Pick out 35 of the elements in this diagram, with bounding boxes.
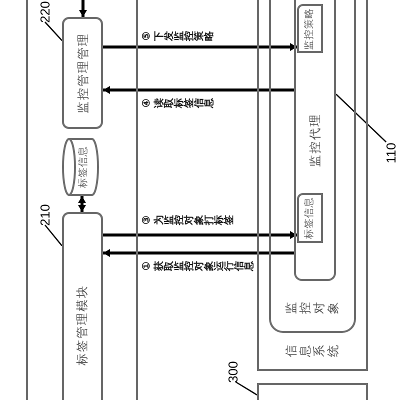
- tab-box: [297, 4, 323, 53]
- callout-number: 210: [38, 204, 52, 226]
- leader-line: [235, 381, 258, 396]
- box-label: 标签信息: [305, 197, 315, 239]
- box-label: 监控代理: [309, 113, 321, 167]
- callout-number: 220: [38, 0, 52, 22]
- arrow: [103, 43, 297, 51]
- edge-label: ① 获取监控对象运行信息: [143, 261, 255, 271]
- rounded-frame: [269, 0, 356, 333]
- rounded-box: [294, 0, 336, 281]
- container-frame: [257, 383, 368, 400]
- callout-number: 300: [226, 360, 240, 382]
- box-label: 监控管理管理: [76, 32, 88, 114]
- leader-line: [336, 94, 387, 142]
- arrow: [103, 249, 294, 257]
- arrow: [103, 231, 297, 239]
- box-label: 监控策略: [305, 8, 315, 50]
- leader-line: [44, 22, 62, 41]
- double-arrow: [78, 196, 86, 212]
- box-label: 标签管理模块: [76, 284, 88, 366]
- arrow: [79, 0, 87, 17]
- box-label: 标签信息: [79, 146, 89, 188]
- leader-line: [44, 224, 62, 246]
- container-frame: [26, 0, 138, 400]
- tab-box: [297, 193, 323, 243]
- box-label: 信息系统: [284, 345, 340, 357]
- arrow: [103, 86, 294, 94]
- edge-label: ③ 为监控对象打标签: [143, 215, 235, 225]
- box-label: 监控对象: [284, 302, 340, 314]
- container-frame: [257, 0, 368, 371]
- edge-label: ⑤ 下发监控策略: [143, 31, 215, 41]
- edge-label: ④ 读取标签信息: [143, 98, 215, 108]
- callout-number: 110: [384, 142, 398, 163]
- rounded-box: [62, 212, 103, 400]
- rounded-box: [62, 17, 103, 129]
